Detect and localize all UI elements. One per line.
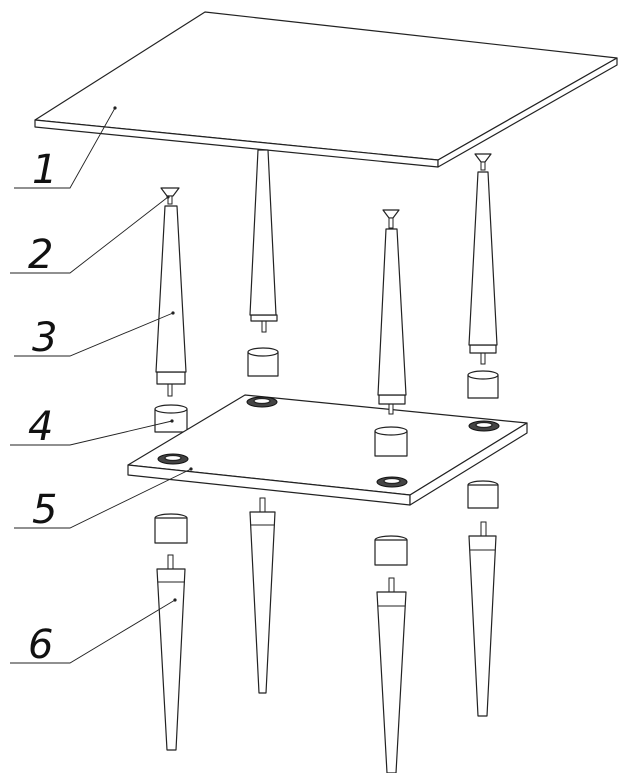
lower-leg-left bbox=[154, 513, 188, 751]
callout-4: 4 bbox=[28, 404, 53, 450]
screw-right bbox=[474, 153, 492, 171]
callout-6: 6 bbox=[28, 622, 53, 668]
upper-leg-back-left bbox=[249, 149, 278, 333]
upper-leg-right bbox=[468, 153, 498, 365]
screw-front-right bbox=[382, 209, 400, 229]
sleeve-back-left bbox=[247, 347, 279, 377]
lower-leg-right bbox=[467, 480, 499, 717]
callout-3: 3 bbox=[32, 315, 57, 361]
upper-leg-front-right bbox=[377, 209, 407, 415]
leader-lines bbox=[10, 106, 193, 664]
sleeve-left bbox=[154, 404, 188, 433]
top-panel bbox=[34, 11, 618, 168]
sleeve-right bbox=[467, 370, 499, 399]
callout-1: 1 bbox=[32, 147, 57, 193]
middle-shelf bbox=[127, 394, 528, 506]
callout-5: 5 bbox=[32, 487, 57, 533]
screw-left bbox=[160, 187, 180, 205]
lower-leg-front-right bbox=[374, 535, 408, 773]
lower-leg-back-left bbox=[249, 497, 276, 694]
callout-2: 2 bbox=[28, 232, 53, 278]
upper-leg-left bbox=[155, 187, 187, 397]
sleeve-front-right bbox=[374, 426, 408, 457]
